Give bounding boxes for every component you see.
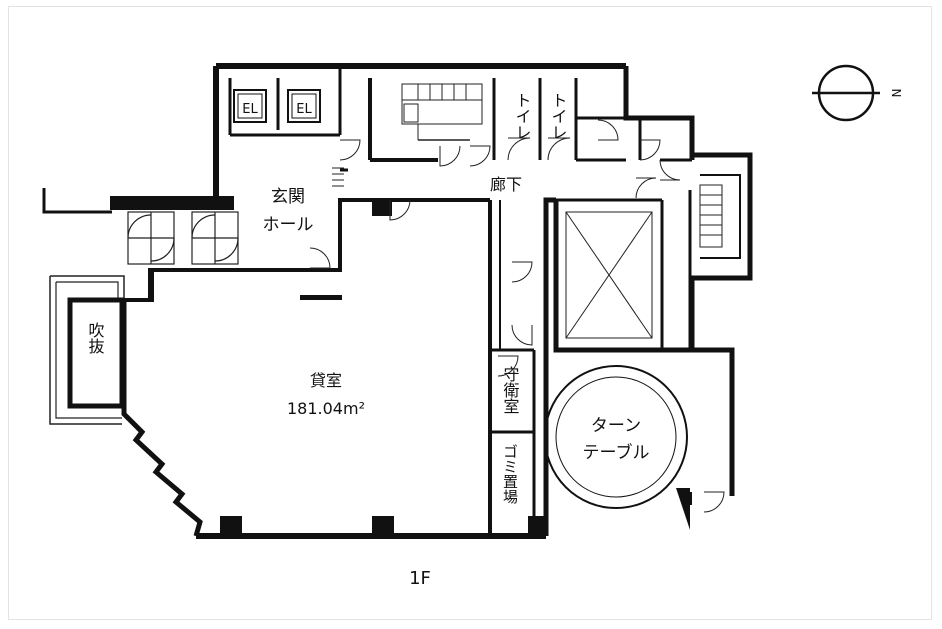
page-frame — [8, 6, 932, 620]
garbage-area-label: ゴミ置場 — [501, 444, 519, 504]
north-label: N — [889, 89, 903, 98]
entrance-label-2: ホール — [263, 215, 314, 235]
floor-label: 1F — [409, 568, 431, 589]
entrance-canopy — [42, 188, 234, 214]
turntable-label-2: テーブル — [583, 442, 650, 463]
turntable — [544, 365, 688, 509]
entrance-doors — [127, 211, 239, 265]
guard-room-label: 守衛室 — [501, 366, 520, 414]
entrance-label-1: 玄関 — [271, 187, 305, 207]
turntable-label-1: ターン — [591, 416, 641, 436]
rental-room-label: 貸室 — [310, 371, 342, 390]
outer-walls — [121, 63, 753, 539]
el-right-label: EL — [296, 102, 312, 117]
toilet-2-label: トイレ — [549, 92, 568, 140]
elevator-boxes — [233, 89, 321, 123]
rental-area-label: 181.04m² — [287, 399, 365, 418]
main-stair — [401, 83, 483, 141]
columns — [220, 200, 690, 536]
interior-walls — [228, 66, 741, 536]
corridor-marks — [332, 167, 344, 187]
compass — [812, 64, 880, 122]
atrium-label: 吹抜 — [86, 322, 105, 355]
atrium-walls — [49, 275, 125, 425]
corridor-label: 廊下 — [490, 175, 522, 194]
toilet-1-label: トイレ — [513, 92, 532, 140]
door-swings — [309, 119, 725, 513]
shaft — [565, 211, 653, 339]
side-stair — [699, 184, 723, 248]
el-left-label: EL — [242, 102, 258, 117]
